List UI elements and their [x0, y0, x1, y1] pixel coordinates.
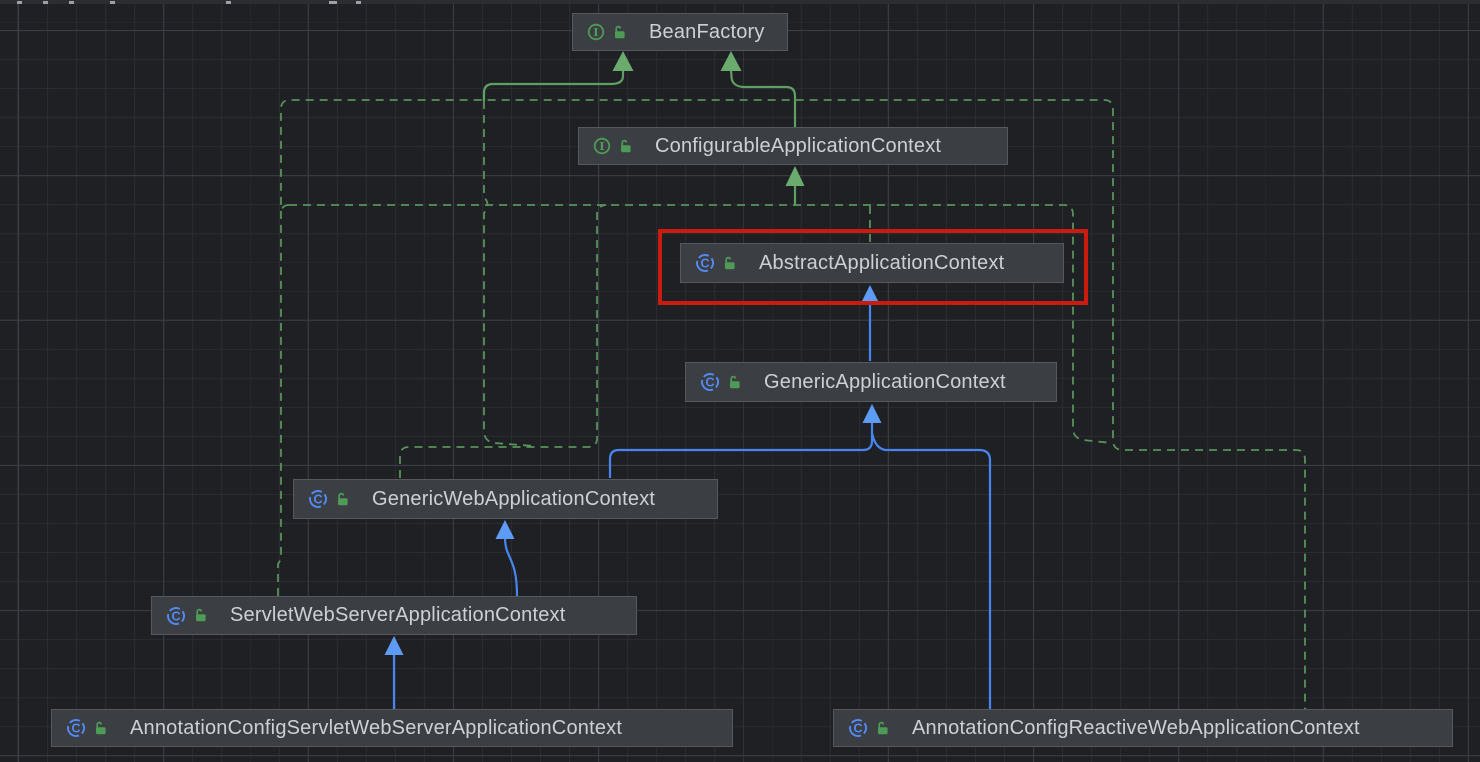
toolbar-remnant-icon: [110, 1, 115, 4]
blue-edges: [392, 302, 992, 709]
toolbar-remnant-icon: [17, 1, 22, 4]
public-lock-icon: [93, 721, 108, 736]
class-icon: C: [66, 718, 86, 738]
node-label: ConfigurableApplicationContext: [655, 134, 942, 157]
class-icon: C: [308, 489, 328, 509]
class-node-annotationconfigreactivewebapplicationcontext[interactable]: C AnnotationConfigReactiveWebApplication…: [833, 709, 1453, 747]
class-node-genericwebapplicationcontext[interactable]: C GenericWebApplicationContext: [293, 479, 718, 519]
svg-text:C: C: [71, 721, 80, 735]
svg-text:I: I: [593, 25, 598, 39]
class-node-beanfactory[interactable]: I BeanFactory: [572, 13, 788, 51]
toolbar-remnant-icon: [69, 1, 74, 4]
interface-icon: I: [593, 137, 611, 155]
toolbar-remnant-icon: [356, 1, 361, 4]
class-node-genericapplicationcontext[interactable]: C GenericApplicationContext: [685, 362, 1057, 402]
interface-icon: I: [587, 23, 605, 41]
class-node-configurableapplicationcontext[interactable]: I ConfigurableApplicationContext: [578, 127, 1008, 165]
node-label: AnnotationConfigServletWebServerApplicat…: [130, 716, 623, 739]
cropped-toolbar-strip: [0, 0, 1480, 4]
class-node-annotationconfigservletwebserverapplicationcontext[interactable]: C AnnotationConfigServletWebServerApplic…: [51, 709, 733, 747]
svg-text:C: C: [313, 492, 322, 506]
node-label: ServletWebServerApplicationContext: [230, 604, 566, 626]
public-lock-icon: [722, 256, 737, 271]
green-solid-edges: [482, 68, 797, 206]
blue-arrowheads: [384, 285, 882, 655]
public-lock-icon: [612, 25, 627, 40]
selection-highlight: [658, 229, 1088, 305]
node-label: AbstractApplicationContext: [759, 251, 1005, 274]
svg-text:C: C: [700, 256, 709, 270]
node-label: GenericWebApplicationContext: [372, 487, 656, 510]
node-label: GenericApplicationContext: [764, 370, 1006, 393]
class-node-servletwebserverapplicationcontext[interactable]: C ServletWebServerApplicationContext: [151, 596, 637, 635]
public-lock-icon: [618, 139, 633, 154]
svg-text:I: I: [599, 139, 604, 153]
public-lock-icon: [335, 492, 350, 507]
green-arrowheads: [612, 51, 805, 186]
public-lock-icon: [727, 375, 742, 390]
svg-text:C: C: [853, 721, 862, 735]
class-icon: C: [166, 606, 186, 626]
svg-text:C: C: [705, 375, 714, 389]
class-icon: C: [700, 372, 720, 392]
toolbar-remnant-icon: [329, 1, 337, 4]
node-label: BeanFactory: [649, 20, 765, 43]
toolbar-remnant-icon: [226, 1, 231, 4]
class-icon: C: [695, 253, 715, 273]
green-dashed-edges: [277, 99, 1306, 709]
node-label: AnnotationConfigReactiveWebApplicationCo…: [912, 716, 1360, 739]
public-lock-icon: [875, 721, 890, 736]
class-icon: C: [848, 718, 868, 738]
public-lock-icon: [193, 608, 208, 623]
toolbar-remnant-icon: [43, 1, 48, 4]
class-node-abstractapplicationcontext[interactable]: C AbstractApplicationContext: [680, 243, 1064, 283]
svg-text:C: C: [171, 609, 180, 623]
